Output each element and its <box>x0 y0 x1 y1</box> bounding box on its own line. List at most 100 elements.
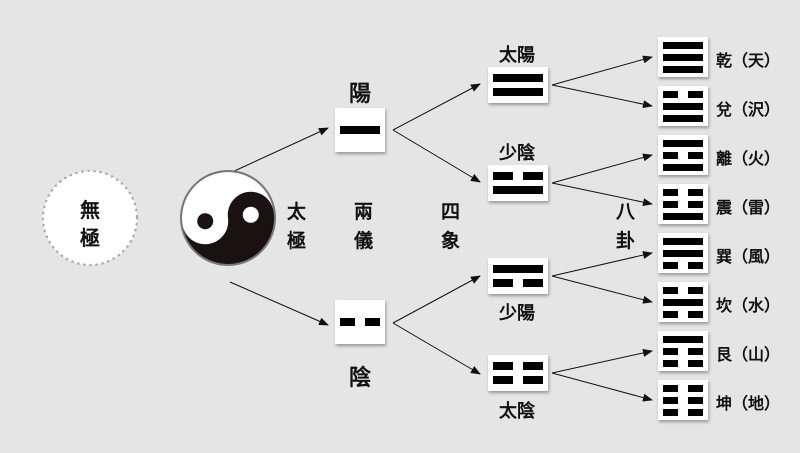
yin-line-segment <box>365 318 380 326</box>
yin-line-segment <box>688 310 703 318</box>
yin-line-segment <box>688 188 703 196</box>
bagua-label: 震（雷） <box>716 198 781 217</box>
yang-line <box>663 53 703 61</box>
bagua-symbol-1 <box>658 86 708 126</box>
wuji-label-1: 無 <box>80 198 100 222</box>
yiyi-label: 陽 <box>349 81 372 107</box>
wuji-circle <box>41 169 139 267</box>
yin-line-segment <box>523 376 543 384</box>
yin-line-segment <box>663 396 678 404</box>
liangyi-label-1: 兩 <box>354 201 374 223</box>
yang-line <box>493 265 543 273</box>
sixiang-symbol-0 <box>488 67 548 103</box>
yin-line-segment <box>688 286 703 294</box>
sixiang-label-1: 四 <box>441 201 461 223</box>
bagua-label: 坎（水） <box>716 296 781 315</box>
arrow <box>551 182 653 207</box>
yin-line-segment <box>523 172 543 180</box>
yang-line <box>493 88 543 96</box>
bagua-symbol-6 <box>658 331 708 371</box>
yin-line-segment <box>663 347 678 355</box>
sixiang-label: 少陽 <box>499 303 535 324</box>
bagua-label-2: 卦 <box>616 230 636 252</box>
yin-line-segment <box>688 384 703 392</box>
yang-line <box>493 74 543 82</box>
wuji-label-2: 極 <box>80 226 100 250</box>
arrow <box>392 83 481 131</box>
bagua-symbol-0 <box>658 37 708 77</box>
bagua-label: 艮（山） <box>716 345 781 364</box>
taiji-label-2: 極 <box>287 230 307 252</box>
yin-line-segment <box>663 384 678 392</box>
arrow <box>229 127 329 174</box>
bagua-label-1: 八 <box>616 201 636 223</box>
bagua-symbol-7 <box>658 380 708 420</box>
bagua-label: 離（火） <box>716 149 781 168</box>
yin-line-segment <box>688 200 703 208</box>
arrow <box>551 153 653 184</box>
sixiang-label: 少陰 <box>499 143 535 164</box>
yang-line <box>340 126 380 134</box>
yin-line-segment <box>493 172 513 180</box>
yang-line <box>663 114 703 122</box>
yin-line-segment <box>493 376 513 384</box>
yin-line-segment <box>663 310 678 318</box>
yin-line-segment <box>663 408 678 416</box>
arrow <box>392 322 481 375</box>
yin-line-segment <box>523 279 543 287</box>
sixiang-label: 太陽 <box>499 45 535 66</box>
yin-line-segment <box>493 362 513 370</box>
bagua-label: 巽（風） <box>716 247 781 266</box>
arrow <box>551 275 653 304</box>
yang-line <box>663 237 703 245</box>
yang-line <box>663 212 703 220</box>
bagua-symbol-2 <box>658 135 708 175</box>
arrow <box>392 275 481 324</box>
arrow <box>551 55 653 86</box>
yin-line-segment <box>340 318 355 326</box>
yang-line <box>663 65 703 73</box>
yin-line-segment <box>663 359 678 367</box>
bagua-symbol-4 <box>658 233 708 273</box>
arrow <box>229 281 329 326</box>
yin-line-segment <box>663 188 678 196</box>
sixiang-label-2: 象 <box>441 230 461 252</box>
yang-line <box>663 298 703 306</box>
bagua-label: 乾（天） <box>716 51 781 70</box>
sixiang-symbol-2 <box>488 258 548 294</box>
yin-line-segment <box>663 286 678 294</box>
yin-line-segment <box>523 362 543 370</box>
yin-line-segment <box>688 396 703 404</box>
yin-line-segment <box>663 90 678 98</box>
sixiang-symbol-3 <box>488 355 548 391</box>
yang-line <box>663 41 703 49</box>
yin-line-segment <box>688 359 703 367</box>
arrow <box>551 372 653 402</box>
yiyi-symbol-1 <box>335 300 385 344</box>
arrow <box>551 84 653 109</box>
yin-line-segment <box>688 151 703 159</box>
yang-line <box>663 249 703 257</box>
yin-line-segment <box>663 151 678 159</box>
bagua-symbol-3 <box>658 184 708 224</box>
bagua-label: 坤（地） <box>716 394 781 413</box>
yang-line <box>663 139 703 147</box>
yin-line-segment <box>493 279 513 287</box>
bagua-label: 兌（沢） <box>716 100 781 119</box>
yin-line-segment <box>688 90 703 98</box>
yin-line-segment <box>663 200 678 208</box>
yiyi-label: 陰 <box>349 365 372 391</box>
bagua-symbol-5 <box>658 282 708 322</box>
yang-line <box>663 335 703 343</box>
sixiang-symbol-1 <box>488 165 548 201</box>
yin-line-segment <box>688 261 703 269</box>
yin-line-segment <box>663 261 678 269</box>
arrow <box>551 349 653 374</box>
yin-yang-icon <box>180 170 276 266</box>
yang-line <box>663 102 703 110</box>
yang-line <box>493 186 543 194</box>
taiji-label-1: 太 <box>287 201 307 223</box>
yin-line-segment <box>688 347 703 355</box>
yang-line <box>663 163 703 171</box>
